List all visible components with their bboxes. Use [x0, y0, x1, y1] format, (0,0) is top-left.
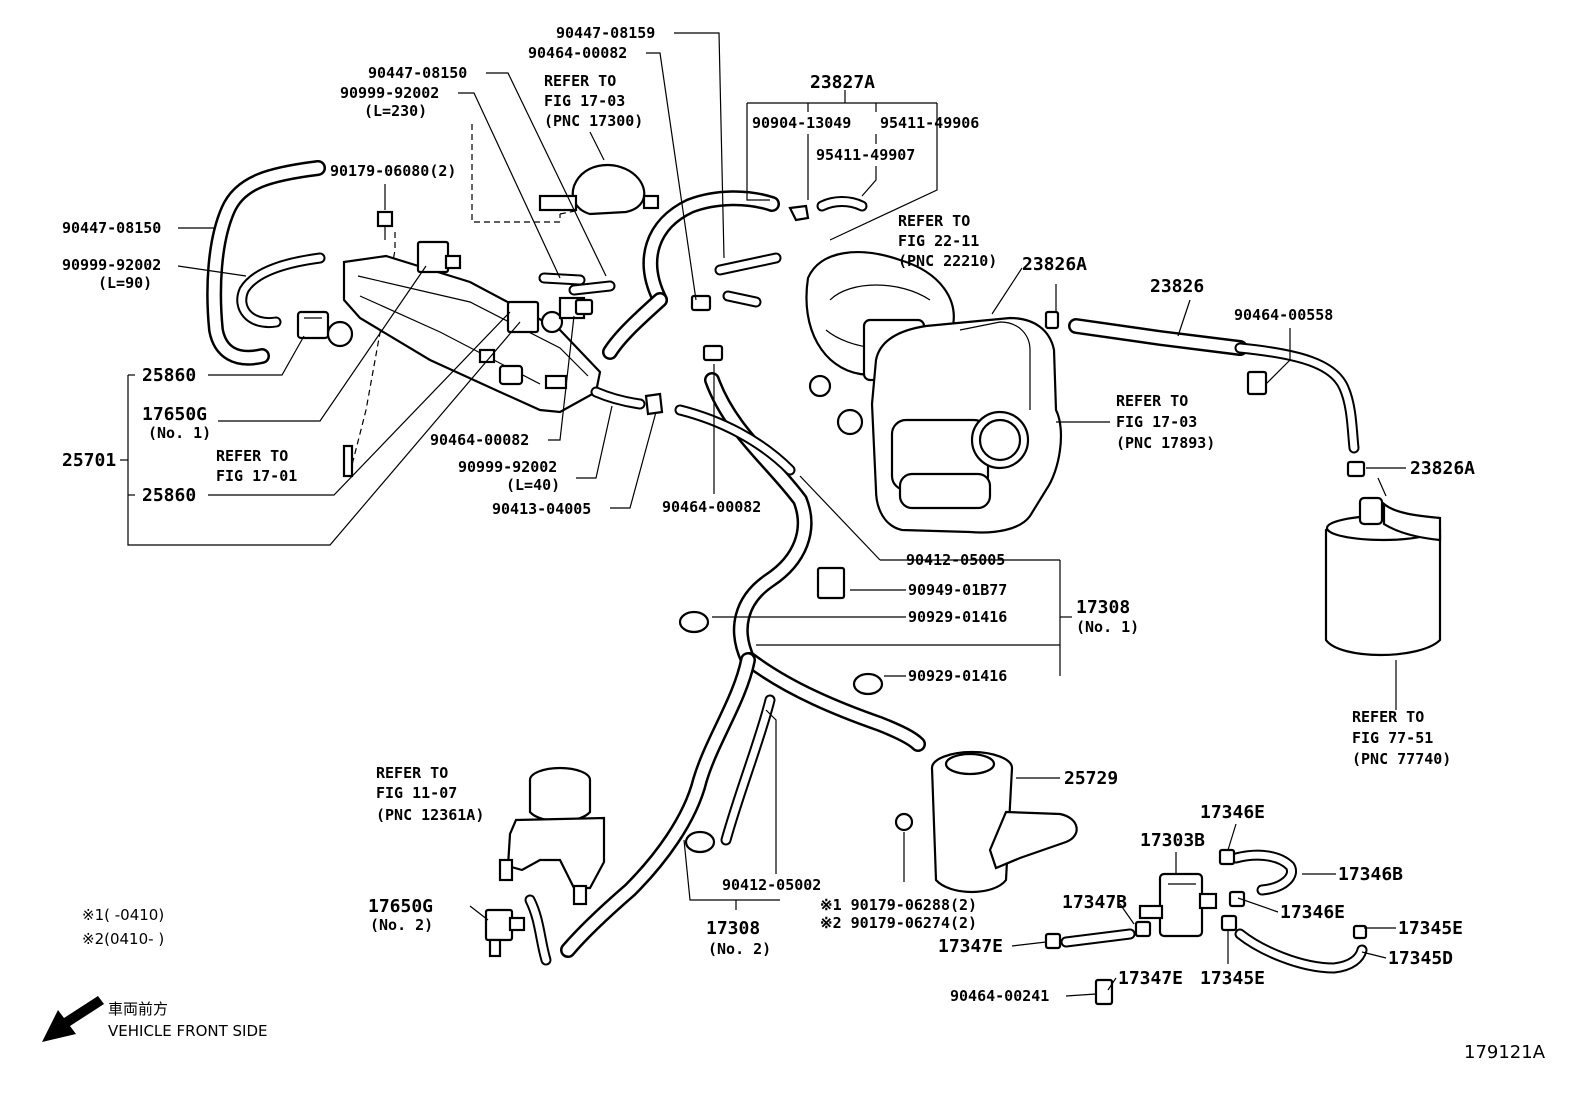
label-90929-01416-b[interactable]: 90929-01416 — [908, 667, 1007, 685]
label-17650g-no2[interactable]: 17650G — [368, 896, 433, 917]
drawing — [206, 124, 1442, 1006]
engine-mount-12361a-ref — [498, 766, 606, 906]
label-l90: (L=90) — [98, 274, 152, 292]
label-23826a-top[interactable]: 23826A — [1022, 254, 1087, 275]
legend-note-1: ※1( -0410) — [82, 906, 164, 924]
label-l230: (L=230) — [364, 102, 427, 120]
label-90464-00082-mid[interactable]: 90464-00082 — [430, 431, 529, 449]
label-17346e-mid[interactable]: 17346E — [1280, 902, 1345, 923]
label-refer-22210-b[interactable]: FIG 22-11 — [898, 232, 979, 250]
label-95411-49907[interactable]: 95411-49907 — [816, 146, 915, 164]
label-90929-01416-a[interactable]: 90929-01416 — [908, 608, 1007, 626]
label-90999-92002-mid[interactable]: 90999-92002 — [458, 458, 557, 476]
tank-25729 — [894, 750, 1078, 894]
label-17650g-no1[interactable]: 17650G — [142, 404, 207, 425]
direction-en: VEHICLE FRONT SIDE — [108, 1022, 268, 1040]
label-17345e-b[interactable]: 17345E — [1200, 968, 1265, 989]
label-95411-49906[interactable]: 95411-49906 — [880, 114, 979, 132]
label-90464-00082-c[interactable]: 90464-00082 — [662, 498, 761, 516]
label-25860-b[interactable]: 25860 — [142, 485, 196, 506]
label-23826[interactable]: 23826 — [1150, 276, 1204, 297]
label-refer-77740-b[interactable]: FIG 77-51 — [1352, 729, 1433, 747]
label-17346e-top[interactable]: 17346E — [1200, 802, 1265, 823]
label-17347e-b[interactable]: 17347E — [1118, 968, 1183, 989]
charcoal-canister — [1324, 460, 1442, 657]
label-l40: (L=40) — [506, 476, 560, 494]
label-17303b[interactable]: 17303B — [1140, 830, 1205, 851]
labels: 90447-08159 90464-00082 90447-08150 9099… — [62, 24, 1475, 1005]
legend: ※1( -0410) ※2(0410- ) 車両前方 VEHICLE FRONT… — [42, 906, 1546, 1063]
label-90179-06288[interactable]: ※1 90179-06288(2) — [820, 896, 977, 914]
vsv-25860-left — [296, 310, 354, 348]
direction-jp: 車両前方 — [108, 1000, 168, 1018]
label-refer-17893-a: REFER TO — [1116, 392, 1188, 410]
label-90904-13049[interactable]: 90904-13049 — [752, 114, 851, 132]
label-90999-92002-top[interactable]: 90999-92002 — [340, 84, 439, 102]
label-23827a[interactable]: 23827A — [810, 72, 875, 93]
label-refer-12361a-c: (PNC 12361A) — [376, 806, 484, 824]
label-refer-22210-c: (PNC 22210) — [898, 252, 997, 270]
label-refer-17300-c: (PNC 17300) — [544, 112, 643, 130]
label-17345d[interactable]: 17345D — [1388, 948, 1453, 969]
label-90447-08159[interactable]: 90447-08159 — [556, 24, 655, 42]
label-no1-a: (No. 1) — [148, 424, 211, 442]
label-90413-04005[interactable]: 90413-04005 — [492, 500, 591, 518]
label-90412-05005[interactable]: 90412-05005 — [906, 551, 1005, 569]
label-refer-17300-b[interactable]: FIG 17-03 — [544, 92, 625, 110]
label-90412-05002[interactable]: 90412-05002 — [722, 876, 821, 894]
label-17347e-a[interactable]: 17347E — [938, 936, 1003, 957]
label-90464-00241[interactable]: 90464-00241 — [950, 987, 1049, 1005]
label-90179-06080[interactable]: 90179-06080(2) — [330, 162, 456, 180]
label-90179-06274[interactable]: ※2 90179-06274(2) — [820, 914, 977, 932]
vehicle-front-arrow-icon — [42, 996, 104, 1042]
label-refer-12361a-a: REFER TO — [376, 764, 448, 782]
label-90447-08150-top[interactable]: 90447-08150 — [368, 64, 467, 82]
label-90464-00558[interactable]: 90464-00558 — [1234, 306, 1333, 324]
label-17345e-right[interactable]: 17345E — [1398, 918, 1463, 939]
label-90447-08150-left[interactable]: 90447-08150 — [62, 219, 161, 237]
label-23826a-right[interactable]: 23826A — [1410, 458, 1475, 479]
label-refer-17300-a: REFER TO — [544, 72, 616, 90]
label-refer-17893-b[interactable]: FIG 17-03 — [1116, 413, 1197, 431]
label-90999-92002-left[interactable]: 90999-92002 — [62, 256, 161, 274]
vsv-17300-ref — [538, 164, 660, 216]
label-17308-no1[interactable]: 17308 — [1076, 597, 1130, 618]
label-refer-17893-c: (PNC 17893) — [1116, 434, 1215, 452]
label-refer-12361a-b[interactable]: FIG 11-07 — [376, 784, 457, 802]
label-17346b[interactable]: 17346B — [1338, 864, 1403, 885]
vsv-17650g-no2 — [484, 908, 526, 958]
label-17308-no2[interactable]: 17308 — [706, 918, 760, 939]
label-90949-01b77[interactable]: 90949-01B77 — [908, 581, 1007, 599]
label-refer-77740-c: (PNC 77740) — [1352, 750, 1451, 768]
label-no2-a: (No. 2) — [370, 916, 433, 934]
label-90464-00082-top[interactable]: 90464-00082 — [528, 44, 627, 62]
label-refer-22210-a: REFER TO — [898, 212, 970, 230]
label-refer-77740-a: REFER TO — [1352, 708, 1424, 726]
label-no1-b: (No. 1) — [1076, 618, 1139, 636]
label-25729[interactable]: 25729 — [1064, 768, 1118, 789]
air-intake-17893-ref — [870, 316, 1062, 534]
label-17347b[interactable]: 17347B — [1062, 892, 1127, 913]
bracket-25701 — [342, 254, 602, 414]
diagram-id: 179121A — [1464, 1042, 1546, 1063]
leader-lines — [120, 32, 1406, 997]
vsv-17303b — [1138, 872, 1218, 938]
label-refer-1701-b[interactable]: FIG 17-01 — [216, 467, 297, 485]
label-25701[interactable]: 25701 — [62, 450, 116, 471]
label-no2-b: (No. 2) — [708, 940, 771, 958]
legend-note-2: ※2(0410- ) — [82, 930, 164, 948]
label-refer-1701-a: REFER TO — [216, 447, 288, 465]
label-25860-a[interactable]: 25860 — [142, 365, 196, 386]
